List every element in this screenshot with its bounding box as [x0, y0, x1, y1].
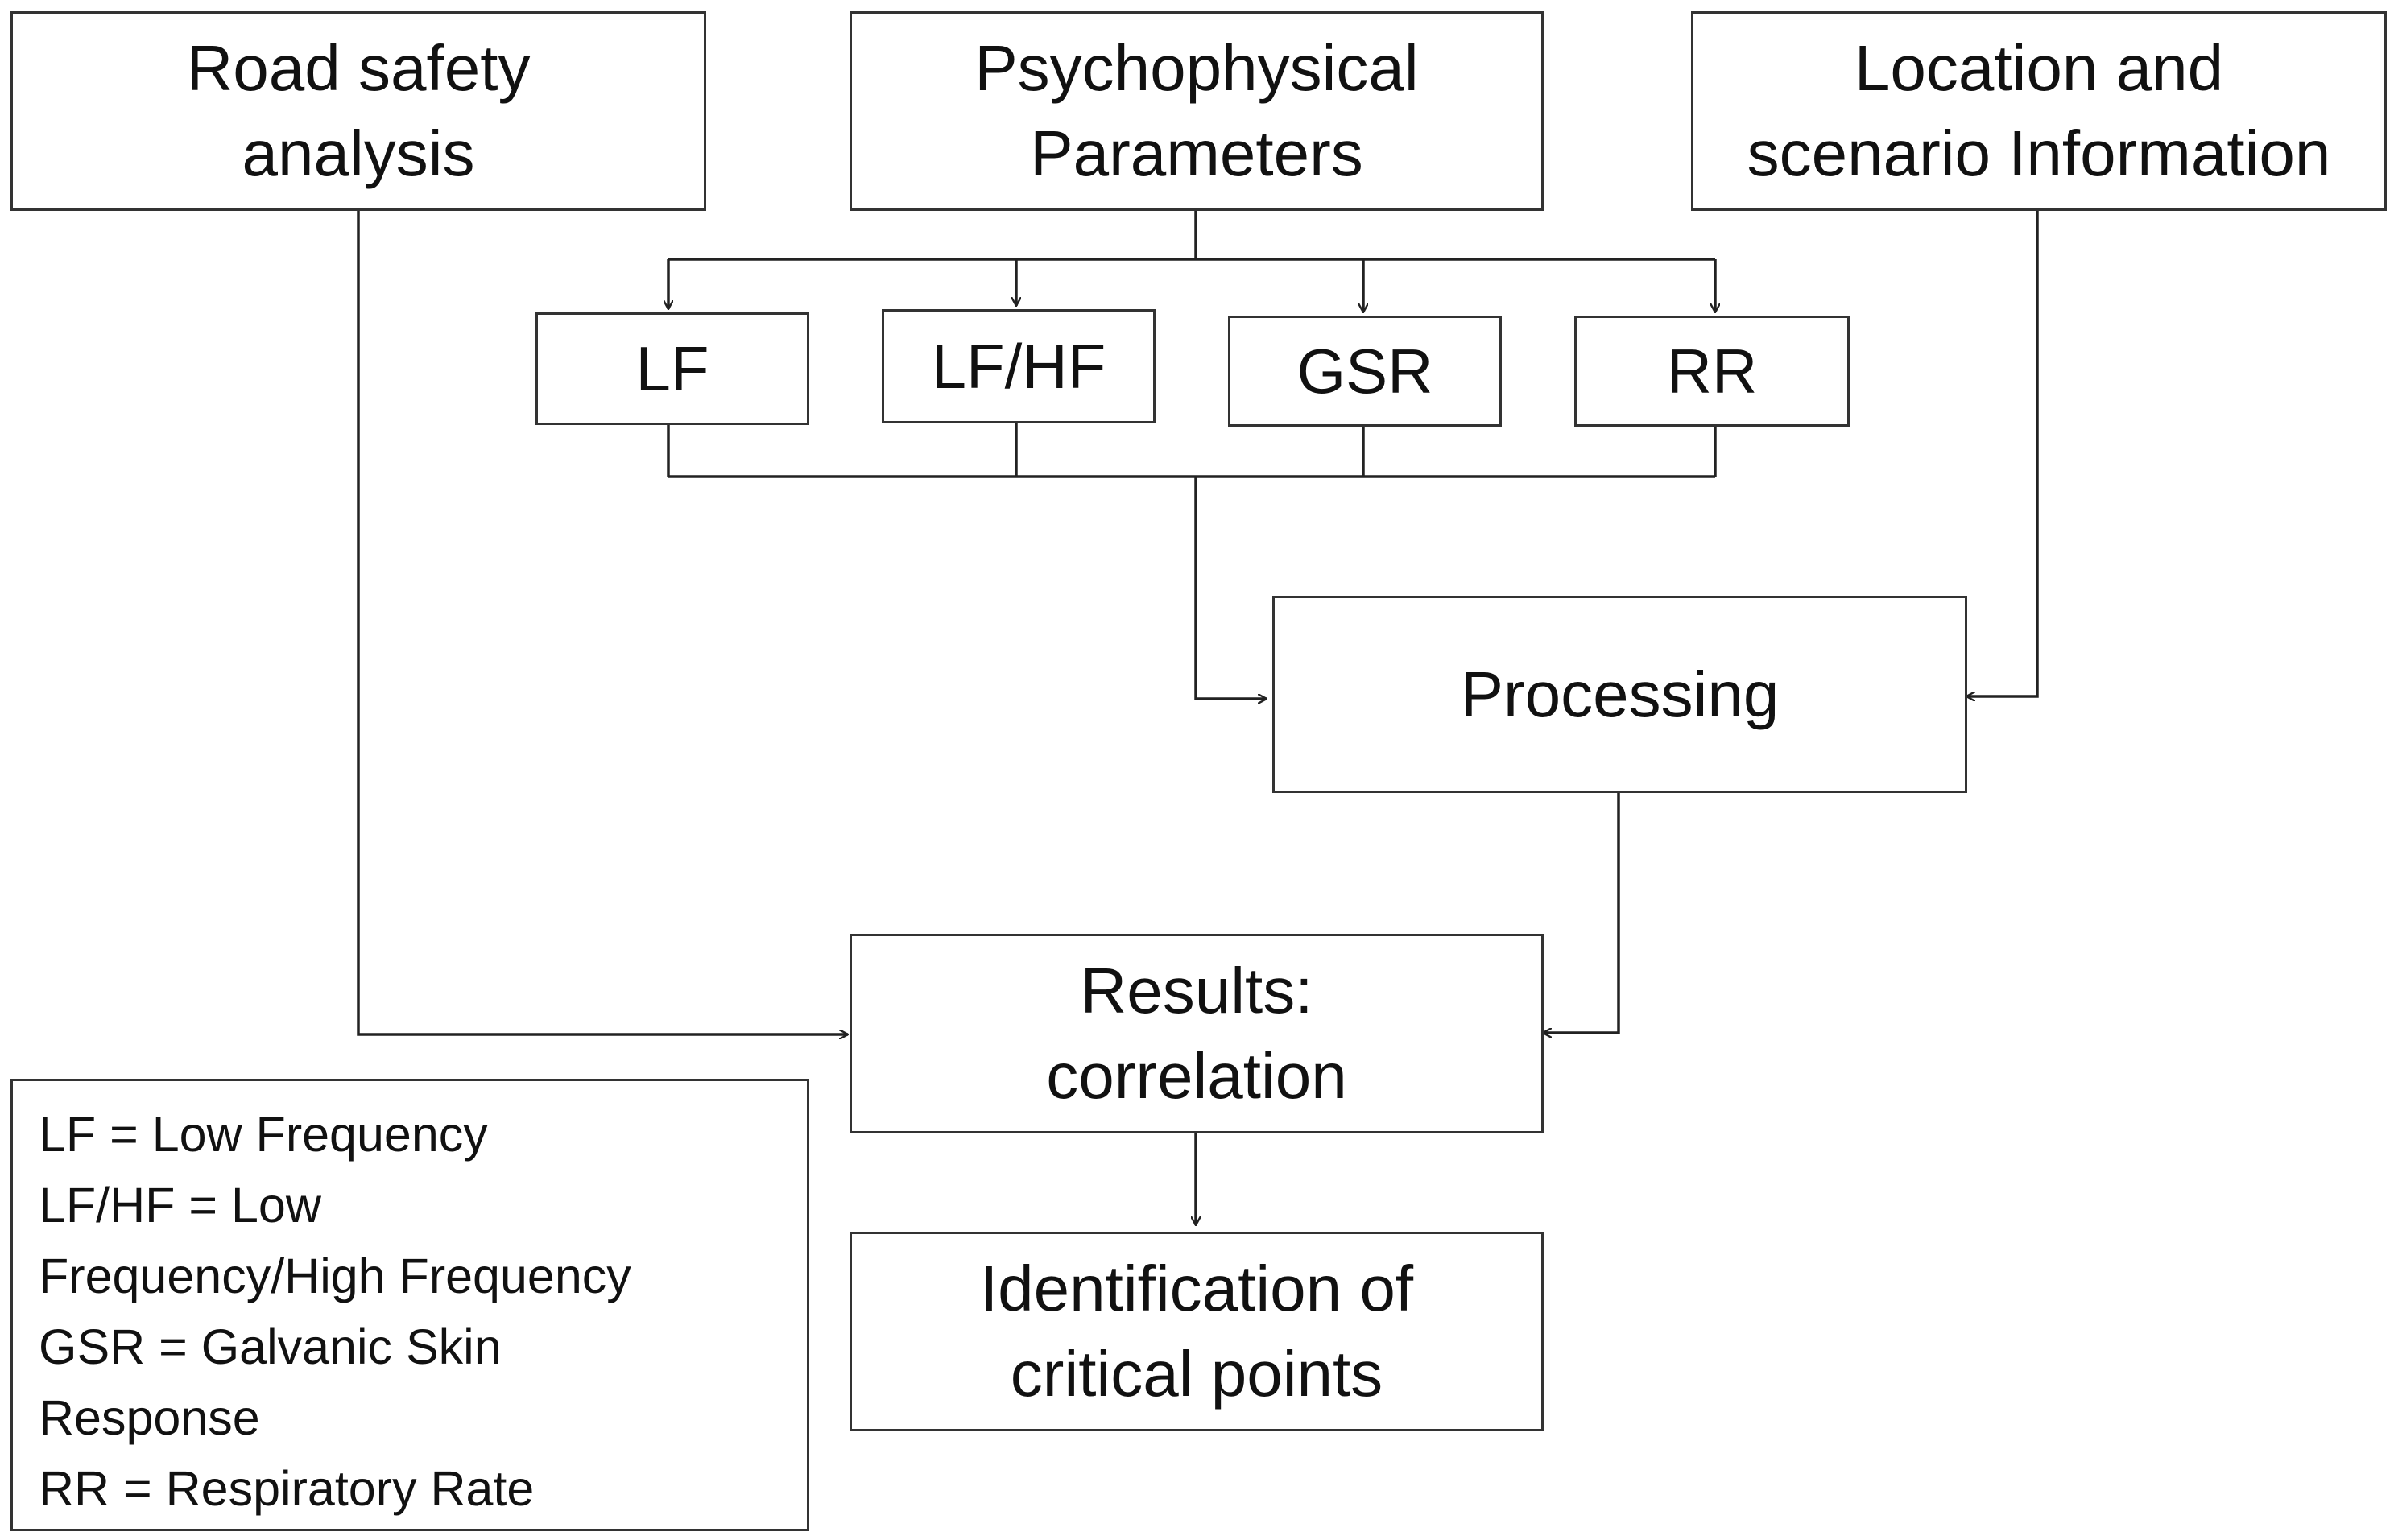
node-label: Identification of critical points — [979, 1253, 1414, 1410]
node-gsr: GSR — [1228, 316, 1502, 427]
node-location-scenario-information: Location and scenario Information — [1691, 11, 2387, 211]
node-road-safety-analysis: Road safety analysis — [10, 11, 706, 211]
node-psychophysical-parameters: Psychophysical Parameters — [850, 11, 1544, 211]
node-label: Psychophysical Parameters — [974, 32, 1419, 189]
edge-processing-to-results — [1543, 793, 1620, 1033]
legend-line: LF = Low Frequency — [39, 1107, 488, 1162]
node-rr: RR — [1574, 316, 1850, 427]
node-lf: LF — [535, 312, 809, 425]
node-label: RR — [1666, 335, 1758, 407]
node-label: Road safety analysis — [186, 32, 531, 189]
node-lf-hf: LF/HF — [882, 309, 1156, 423]
node-results-correlation: Results: correlation — [850, 934, 1544, 1133]
edge-location-to-processing — [1966, 211, 2039, 696]
node-label: Location and scenario Information — [1747, 32, 2331, 189]
node-processing: Processing — [1272, 596, 1967, 793]
legend-line: Response — [39, 1390, 260, 1445]
node-label: Results: correlation — [1046, 955, 1347, 1112]
legend-line: GSR = Galvanic Skin — [39, 1319, 502, 1374]
edge-merge-to-processing — [1194, 477, 1267, 699]
node-label: LF/HF — [931, 330, 1106, 402]
node-label: GSR — [1296, 335, 1433, 407]
legend-line: RR = Respiratory Rate — [39, 1461, 535, 1516]
abbreviation-legend: LF = Low Frequency LF/HF = Low Frequency… — [10, 1079, 809, 1531]
edge-road-safety-to-results — [357, 211, 848, 1034]
node-identification-critical-points: Identification of critical points — [850, 1232, 1544, 1431]
node-label: LF — [635, 332, 709, 404]
legend-line: Frequency/High Frequency — [39, 1249, 631, 1303]
node-label: Processing — [1460, 658, 1780, 730]
legend-line: LF/HF = Low — [39, 1178, 321, 1232]
